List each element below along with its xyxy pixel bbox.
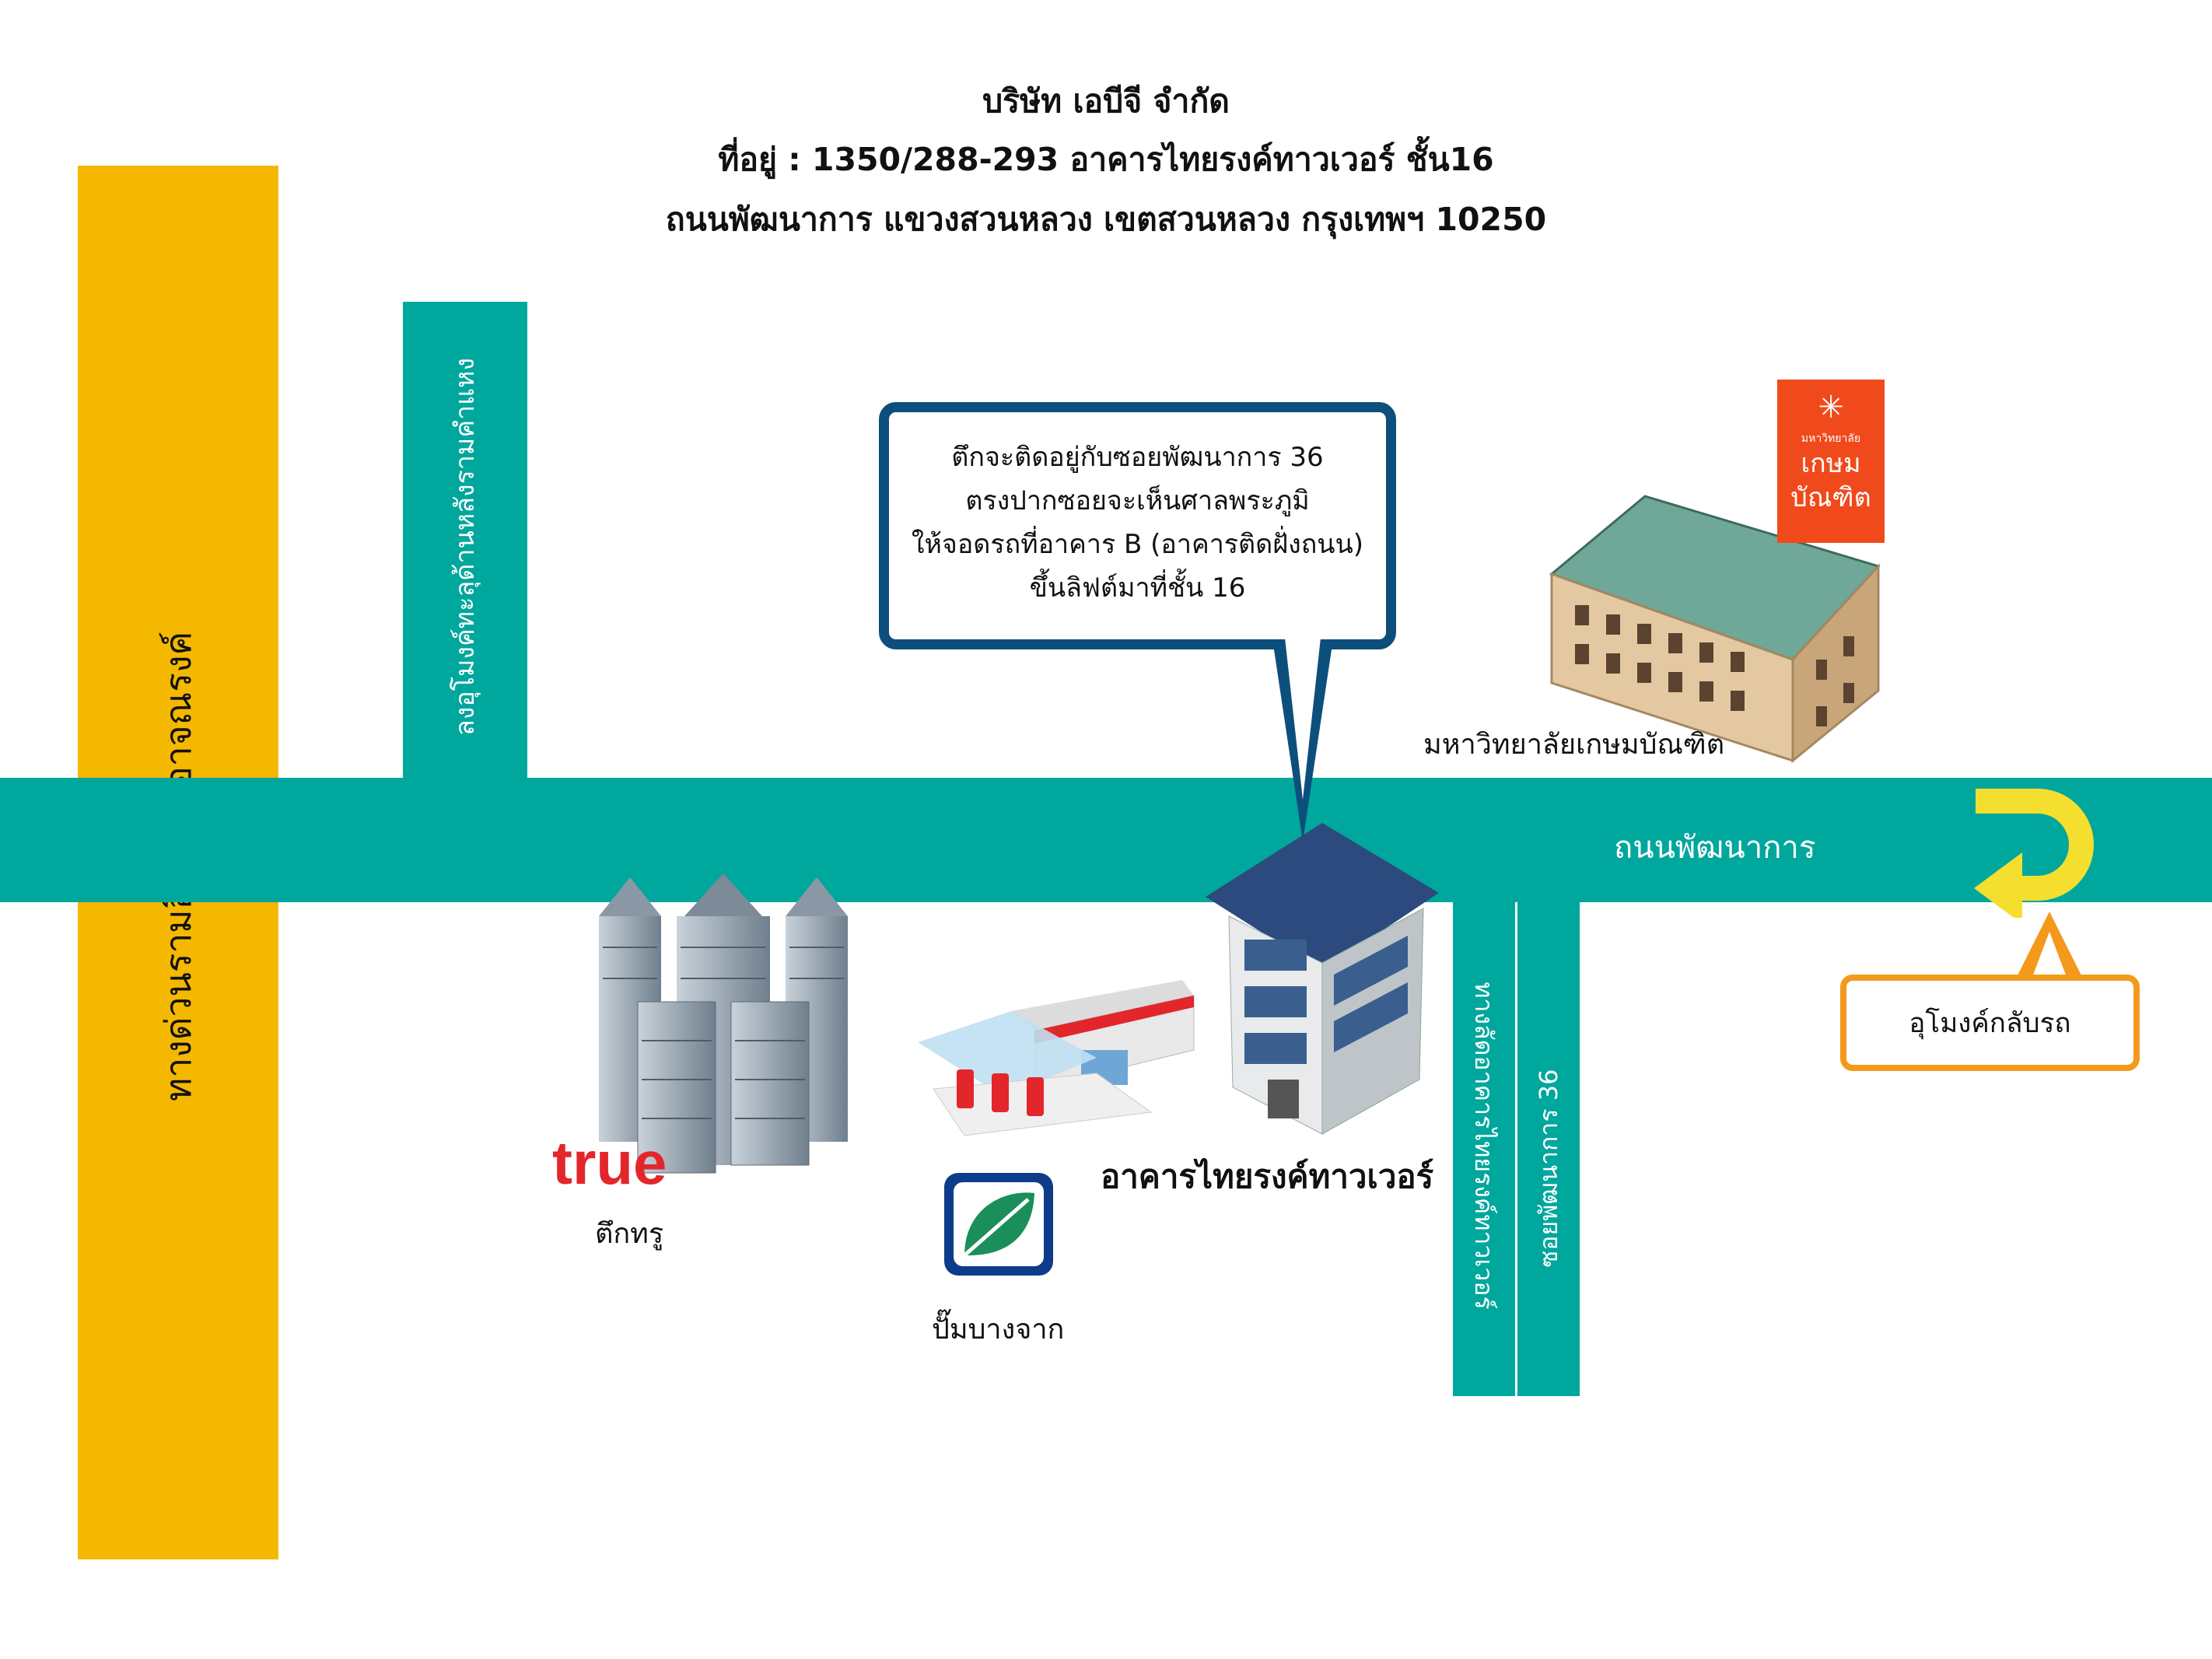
callout-line-4: ขึ้นลิฟต์มาที่ชั้น 16 <box>1029 572 1246 604</box>
u-turn-tunnel-box: อุโมงค์กลับรถ <box>1840 975 2140 1071</box>
true-logo: true <box>552 1129 667 1197</box>
callout-pointer-icon <box>1272 638 1333 842</box>
soi-shortcut-label: ทางลัดอาคารไทยรงค์ทาวเวอร์ <box>1469 982 1499 1310</box>
bangchak-leaf-icon <box>944 1173 1053 1276</box>
soi-36-road <box>1517 894 1580 1396</box>
callout-line-2: ตรงปากซอยจะเห็นศาลพระภูมิ <box>965 485 1310 516</box>
callout-line-3: ให้จอดรถที่อาคาร B (อาคารติดฝั่งถนน) <box>911 529 1364 560</box>
university-label: มหาวิทยาลัยเกษมบัณฑิต <box>1423 729 1725 761</box>
company-name: บริษัท เอบีจี จำกัด <box>982 82 1230 120</box>
university-logo: ✳ มหาวิทยาลัย เกษม บัณฑิต <box>1777 380 1885 543</box>
university-building-icon <box>1549 495 1881 764</box>
university-logo-line2: บัณฑิต <box>1790 482 1871 513</box>
main-road <box>0 778 2212 902</box>
university-logo-line1: เกษม <box>1801 448 1861 479</box>
office-building-icon <box>1206 823 1439 1135</box>
tunnel-road-label: ลงอุโมงค์ทะลุด้านหลังรามคำแหง <box>450 357 481 737</box>
tunnel-pointer-icon <box>2014 912 2084 983</box>
soi-36-label: ซอยพัฒนาการ 36 <box>1534 1069 1563 1268</box>
u-turn-arrow-icon <box>1974 789 2094 918</box>
university-logo-small: มหาวิทยาลัย <box>1801 432 1861 445</box>
callout-line-1: ตึกจะติดอยู่กับซอยพัฒนาการ 36 <box>951 442 1324 473</box>
address-line-1: ที่อยู่ : 1350/288-293 อาคารไทยรงค์ทาวเว… <box>718 141 1494 178</box>
directions-callout: ตึกจะติดอยู่กับซอยพัฒนาการ 36 ตรงปากซอยจ… <box>879 402 1396 649</box>
u-turn-tunnel-label: อุโมงค์กลับรถ <box>1909 1007 2071 1039</box>
university-logo-star-icon: ✳ <box>1818 390 1844 425</box>
gas-station-label: ปั๊มบางจาก <box>932 1314 1065 1346</box>
tunnel-road <box>403 302 527 784</box>
address-line-2: ถนนพัฒนาการ แขวงสวนหลวง เขตสวนหลวง กรุงเ… <box>665 201 1547 238</box>
main-road-label: ถนนพัฒนาการ <box>1614 830 1816 866</box>
office-label: อาคารไทยรงค์ทาวเวอร์ <box>1101 1157 1434 1195</box>
office-tower-icon <box>599 873 848 1174</box>
gas-station-icon <box>918 980 1195 1136</box>
soi-shortcut-road <box>1453 894 1515 1396</box>
true-building-label: ตึกทรู <box>595 1218 664 1250</box>
